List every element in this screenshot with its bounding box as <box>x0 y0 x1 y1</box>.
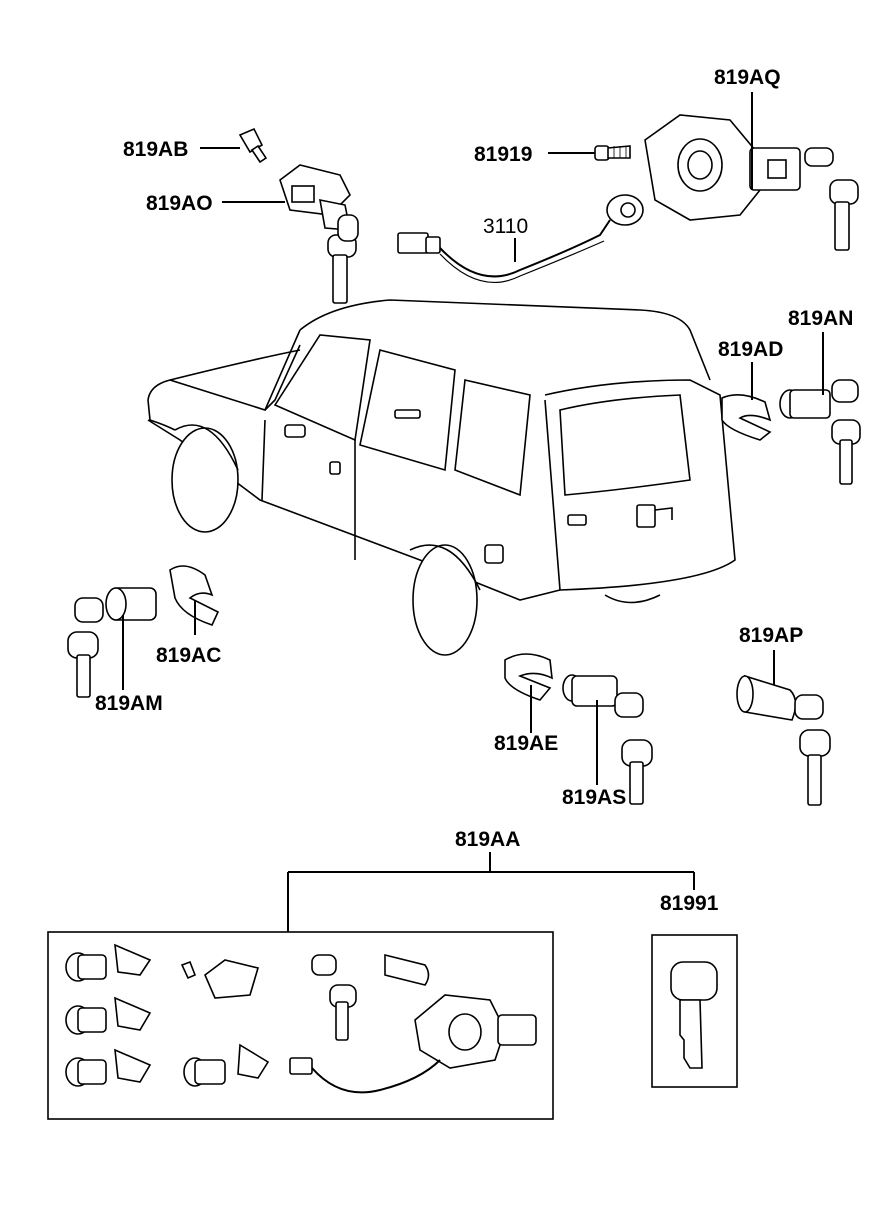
part-819AS-lock-cylinder <box>562 674 653 805</box>
part-819AC-clip <box>169 565 220 626</box>
callout-819AO: 819AO <box>146 192 213 215</box>
part-819AE-clip <box>504 653 553 701</box>
key-box-81991 <box>651 934 738 1088</box>
kit-box-819AA <box>47 931 554 1120</box>
callout-819AS: 819AS <box>562 786 626 809</box>
callout-819AM: 819AM <box>95 692 163 715</box>
part-81919-screw <box>594 145 631 161</box>
part-819AQ-ignition-switch <box>644 114 859 251</box>
part-819AD-clip <box>721 394 772 441</box>
callout-3110: 3110 <box>483 215 528 238</box>
callout-labels: 819AQ 819AB 81919 819AO 3110 819AN 819AD… <box>95 66 853 915</box>
part-819AN-lock-cylinder <box>779 379 861 485</box>
callout-81919: 81919 <box>474 143 532 166</box>
callout-819AB: 819AB <box>123 138 188 161</box>
part-819AM-lock-cylinder <box>67 587 157 698</box>
callout-81991: 81991 <box>660 892 719 915</box>
callout-819AE: 819AE <box>494 732 558 755</box>
callout-819AD: 819AD <box>718 338 783 361</box>
part-819AB-screw <box>238 127 268 164</box>
callout-819AN: 819AN <box>788 307 853 330</box>
callout-819AA: 819AA <box>455 828 520 851</box>
callout-819AC: 819AC <box>156 644 221 667</box>
part-819AO-lock <box>279 164 359 304</box>
callout-819AP: 819AP <box>739 624 803 647</box>
callout-819AQ: 819AQ <box>714 66 781 89</box>
part-819AP-lock-cylinder <box>736 674 831 806</box>
vehicle-illustration <box>147 299 736 656</box>
part-3110-wire-harness <box>397 194 644 284</box>
leader-lines <box>122 92 824 932</box>
